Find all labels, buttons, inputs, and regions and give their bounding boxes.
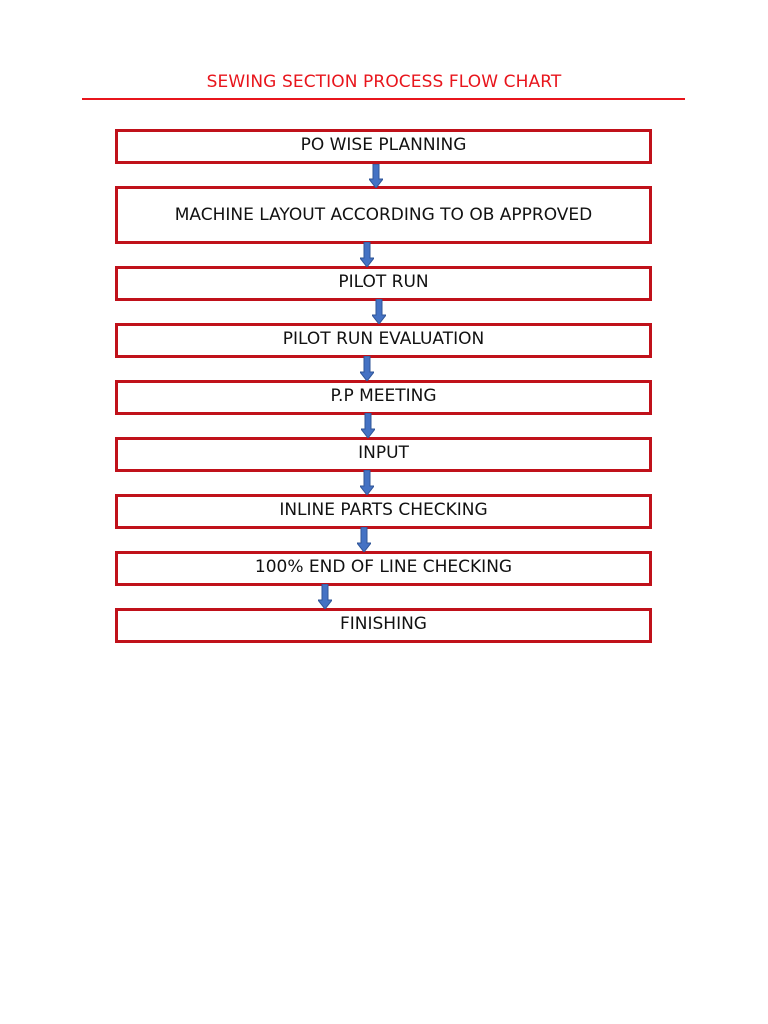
down-arrow-icon	[372, 299, 386, 324]
down-arrow-icon	[361, 413, 375, 438]
step-label: PILOT RUN EVALUATION	[282, 329, 485, 349]
step-label: MACHINE LAYOUT ACCORDING TO OB APPROVED	[174, 205, 593, 225]
step-input: INPUT	[115, 437, 652, 472]
down-arrow-icon	[357, 527, 371, 552]
step-po-wise-planning: PO WISE PLANNING	[115, 129, 652, 164]
step-label: PILOT RUN	[338, 272, 429, 292]
step-end-of-line-checking: 100% END OF LINE CHECKING	[115, 551, 652, 586]
down-arrow-icon	[360, 242, 374, 267]
down-arrow-icon	[369, 164, 383, 188]
step-machine-layout: MACHINE LAYOUT ACCORDING TO OB APPROVED	[115, 186, 652, 244]
step-label: FINISHING	[339, 614, 427, 634]
down-arrow-icon	[360, 470, 374, 495]
step-finishing: FINISHING	[115, 608, 652, 643]
chart-title: SEWING SECTION PROCESS FLOW CHART	[206, 72, 562, 92]
step-inline-parts-checking: INLINE PARTS CHECKING	[115, 494, 652, 529]
step-pilot-run-evaluation: PILOT RUN EVALUATION	[115, 323, 652, 358]
down-arrow-icon	[360, 356, 374, 381]
step-pilot-run: PILOT RUN	[115, 266, 652, 301]
title-underline	[82, 98, 685, 100]
step-label: INPUT	[358, 443, 409, 463]
step-label: INLINE PARTS CHECKING	[279, 500, 488, 520]
step-label: 100% END OF LINE CHECKING	[254, 557, 513, 577]
step-pp-meeting: P.P MEETING	[115, 380, 652, 415]
step-label: P.P MEETING	[330, 386, 437, 406]
down-arrow-icon	[318, 584, 332, 609]
step-label: PO WISE PLANNING	[300, 135, 467, 155]
